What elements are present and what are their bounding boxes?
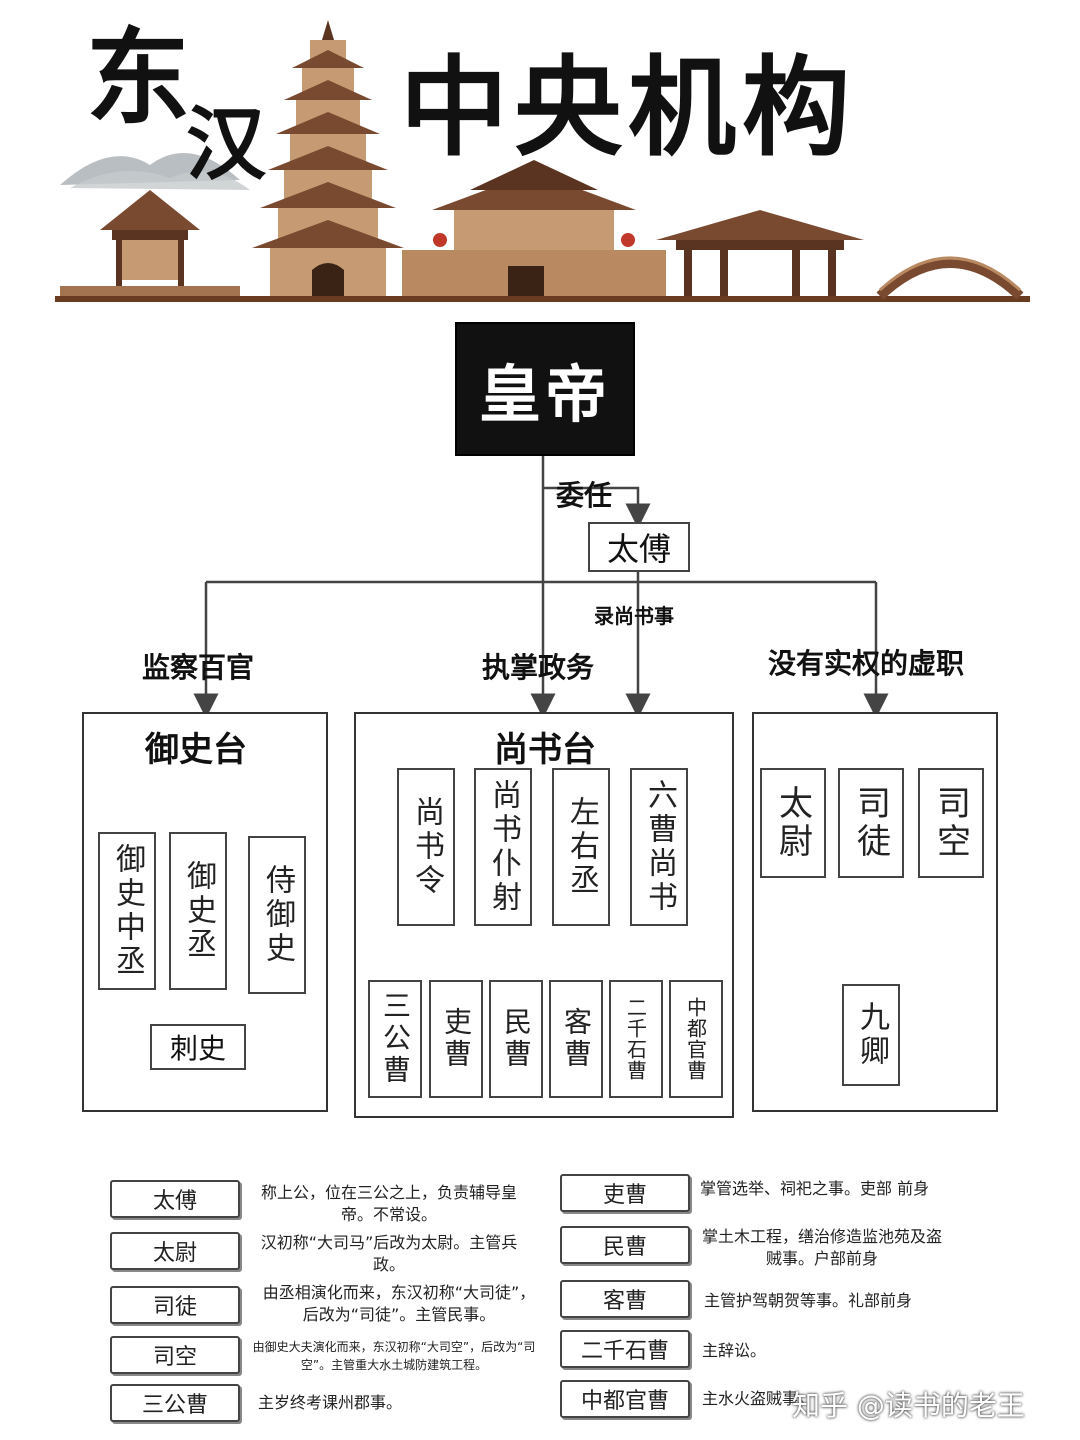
- licao-box: 吏曹: [429, 980, 483, 1098]
- legend-desc-licao: 掌管选举、祠祀之事。吏部 前身: [700, 1179, 930, 1198]
- edge-label-xuzhi: 没有实权的虚职: [768, 647, 965, 680]
- legend-name-licao: 吏曹: [560, 1174, 690, 1212]
- shangshuling-box: 尚书令: [397, 768, 455, 926]
- legend-desc-sangongcao: 主岁终考课州郡事。: [258, 1393, 403, 1412]
- sikong-box: 司空: [918, 768, 984, 878]
- cishi-box: 刺史: [150, 1024, 246, 1070]
- title-han: 汉: [186, 97, 266, 191]
- taifu-label: 太傅: [606, 530, 671, 568]
- legend-desc-mincao: 掌土木工程，缮治修造监池苑及盗贼事。户部前身: [701, 1227, 942, 1268]
- ancient-buildings-illustration: [55, 20, 1030, 302]
- erqianshicao-box: 二千石曹: [609, 980, 663, 1098]
- legend-name-kecao: 客曹: [560, 1280, 690, 1318]
- legend-name-mincao: 民曹: [560, 1226, 690, 1264]
- edge-label-jiancha: 监察百官: [142, 651, 255, 684]
- yushicheng-box: 御史丞: [169, 832, 227, 990]
- legend-desc-taiwei: 汉初称“大司马”后改为太尉。主管兵政。: [260, 1233, 518, 1274]
- kecao-box: 客曹: [549, 980, 603, 1098]
- emperor-label: 皇帝: [478, 358, 611, 431]
- sangongcao-box: 三公曹: [368, 980, 422, 1098]
- taifu-box: 太傅: [588, 522, 690, 572]
- legend-desc-erqianshicao: 主辞讼。: [702, 1341, 767, 1360]
- yushi-zhongcheng-box: 御史中丞: [98, 832, 156, 990]
- legend-name-taiwei: 太尉: [110, 1232, 240, 1270]
- legend-name-erqianshicao: 二千石曹: [560, 1330, 690, 1368]
- legend-name-sangongcao: 三公曹: [110, 1384, 240, 1422]
- legend-name-taifu: 太傅: [110, 1180, 240, 1218]
- zhongduguancao-box: 中都官曹: [669, 980, 723, 1098]
- legend-name-situ: 司徒: [110, 1286, 240, 1324]
- shiyushi-box: 侍御史: [248, 836, 306, 994]
- edge-label-weiren: 委任: [556, 479, 613, 512]
- zuoyoucheng-box: 左右丞: [552, 768, 610, 926]
- cishi-label: 刺史: [169, 1032, 226, 1065]
- shangshutai-title: 尚书台: [494, 730, 596, 770]
- shangshupuye-box: 尚书仆射: [474, 768, 532, 926]
- legend-desc-sikong: 由御史大夫演化而来，东汉初称“大司空”，后改为“司空”。主管重大水土城防建筑工程…: [252, 1340, 536, 1372]
- yushitai-title: 御史台: [145, 730, 247, 770]
- edge-label-lushangshu: 录尚书事: [594, 604, 674, 628]
- legend-desc-situ: 由丞相演化而来，东汉初称“大司徒”，后改为“司徒”。主管民事。: [262, 1283, 536, 1324]
- title-dong: 东: [86, 16, 191, 139]
- edge-label-zhizhang: 执掌政务: [482, 651, 595, 684]
- mincao-box: 民曹: [489, 980, 543, 1098]
- situ-box: 司徒: [838, 768, 904, 878]
- legend-name-zhongduguancao: 中都官曹: [560, 1380, 690, 1418]
- page-title: 中央机构: [400, 45, 857, 171]
- legend-name-sikong: 司空: [110, 1336, 240, 1374]
- jiuqing-box: 九卿: [842, 984, 900, 1086]
- taiwei-box: 太尉: [760, 768, 826, 878]
- emperor-box: 皇帝: [455, 322, 635, 456]
- legend-desc-zhongduguancao: 主水火盗贼事。: [702, 1389, 815, 1408]
- legend-desc-taifu: 称上公，位在三公之上，负责辅导皇帝。不常设。: [260, 1183, 517, 1224]
- legend-desc-kecao: 主管护驾朝贺等事。礼部前身: [704, 1291, 913, 1310]
- watermark: 知乎 @读书的老王: [792, 1389, 1025, 1422]
- liucao-shangshu-box: 六曹尚书: [630, 768, 688, 926]
